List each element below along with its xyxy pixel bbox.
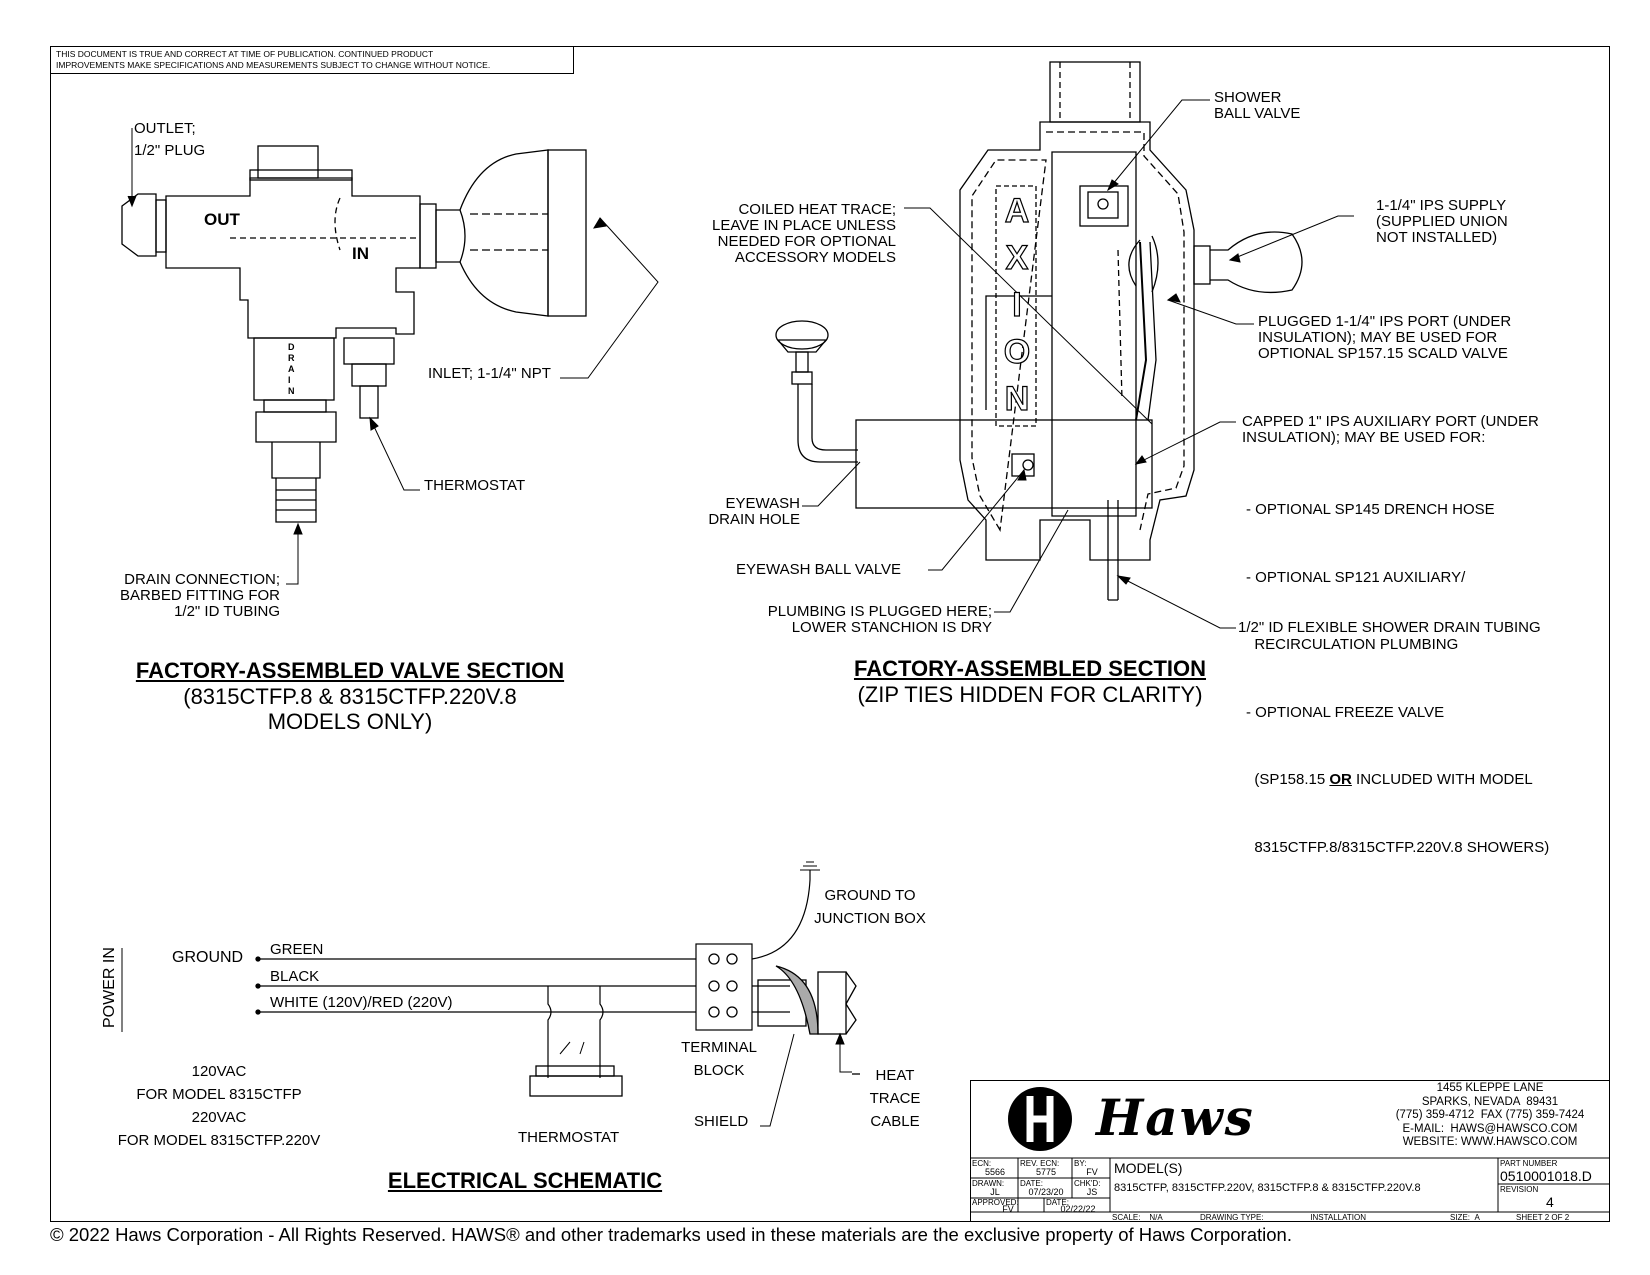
axion-logo-lettering: A X I O N <box>1003 191 1031 418</box>
drawing-border <box>50 46 1610 1222</box>
models-list: 8315CTFP, 8315CTFP.220V, 8315CTFP.8 & 83… <box>1114 1182 1421 1194</box>
out-marking: OUT <box>204 210 240 229</box>
inlet-label: INLET; 1-1/4" NPT <box>428 365 551 382</box>
revision-number: 4 <box>1546 1194 1554 1210</box>
voltage-note: 120VAC FOR MODEL 8315CTFP 220VAC FOR MOD… <box>117 1063 321 1149</box>
electrical-schematic-title: ELECTRICAL SCHEMATIC <box>387 1168 663 1193</box>
drain-connection-label: DRAIN CONNECTION; BARBED FITTING FOR 1/2… <box>119 571 280 620</box>
size-cell: SIZE: A <box>1450 1213 1480 1222</box>
wire-green-label: GREEN <box>270 941 324 958</box>
power-in-label: POWER IN <box>101 947 118 1028</box>
drain-marking: D R A I N <box>288 342 295 396</box>
capped-port-label: CAPPED 1" IPS AUXILIARY PORT (UNDER INSU… <box>1242 413 1539 446</box>
drawing-type-cell: DRAWING TYPE: INSTALLATION <box>1200 1213 1366 1222</box>
valve-section-title: FACTORY-ASSEMBLED VALVE SECTION <box>135 658 565 683</box>
eyewash-shower-section-drawing <box>775 61 1354 629</box>
approved-cell: APPROVED:FV <box>972 1198 1019 1214</box>
shower-ball-valve-label: SHOWER BALL VALVE <box>1214 89 1301 122</box>
eyewash-drain-hole-label: EYEWASH DRAIN HOLE <box>708 495 800 528</box>
drawn-cell: DRAWN:JL <box>972 1179 1005 1197</box>
option-freeze-valve: - OPTIONAL FREEZE VALVE <box>1246 703 1445 721</box>
company-address: 1455 KLEPPE LANE SPARKS, NEVADA 89431 (7… <box>1395 1082 1585 1148</box>
sheet-cell: SHEET 2 OF 2 <box>1516 1213 1570 1222</box>
coiled-heat-trace-label: COILED HEAT TRACE; LEAVE IN PLACE UNLESS… <box>712 201 896 266</box>
part-number: 0510001018.D <box>1500 1168 1592 1184</box>
title-block-lines <box>970 1157 1610 1213</box>
scale-cell: SCALE: N/A <box>1112 1213 1163 1222</box>
valve-section-subtitle: (8315CTFP.8 & 8315CTFP.220V.8 MODELS ONL… <box>183 684 517 734</box>
ecn-cell: ECN:5566 <box>972 1159 1006 1177</box>
capped-port-options: - OPTIONAL SP145 DRENCH HOSE - OPTIONAL … <box>1246 454 1549 882</box>
models-label: MODEL(S) <box>1114 1160 1183 1176</box>
electrical-schematic-drawing <box>121 861 860 1127</box>
wire-white-red-label: WHITE (120V)/RED (220V) <box>270 994 453 1011</box>
revision-label: REVISION <box>1500 1185 1539 1194</box>
part-number-label: PART NUMBER <box>1500 1159 1558 1168</box>
option-aux-plumbing: - OPTIONAL SP121 AUXILIARY/ <box>1246 568 1466 586</box>
in-marking: IN <box>352 244 369 263</box>
ground-label: GROUND <box>172 949 244 966</box>
option-freeze-detail: (SP158.15 OR INCLUDED WITH MODEL <box>1246 771 1533 788</box>
option-or-emphasis: OR <box>1329 771 1352 788</box>
haws-logo-mark <box>1008 1087 1072 1151</box>
checked-cell: CHK'D:JS <box>1074 1179 1101 1197</box>
eyewash-ball-valve-label: EYEWASH BALL VALVE <box>736 561 902 578</box>
heat-trace-cable-label: HEAT TRACE CABLE <box>869 1067 921 1130</box>
date-approved-cell: DATE:02/22/22 <box>1046 1198 1096 1214</box>
haws-logo-text: Haws <box>1096 1088 1255 1147</box>
plumbing-plugged-label: PLUMBING IS PLUGGED HERE; LOWER STANCHIO… <box>767 603 992 636</box>
assembled-section-title: FACTORY-ASSEMBLED SECTION <box>853 656 1207 681</box>
copyright-footer: © 2022 Haws Corporation - All Rights Res… <box>50 1224 1292 1245</box>
option-drench-hose: - OPTIONAL SP145 DRENCH HOSE <box>1246 501 1495 518</box>
mixing-valve-drawing <box>121 128 659 585</box>
terminal-block-label: TERMINAL BLOCK <box>681 1039 757 1079</box>
schematic-thermostat-label: THERMOSTAT <box>518 1129 620 1146</box>
rev-ecn-cell: REV. ECN:5775 <box>1020 1159 1060 1177</box>
disclaimer-note: THIS DOCUMENT IS TRUE AND CORRECT AT TIM… <box>50 46 574 74</box>
thermostat-label: THERMOSTAT <box>424 477 526 494</box>
assembled-section-subtitle: (ZIP TIES HIDDEN FOR CLARITY) <box>857 682 1203 707</box>
option-recirculation: RECIRCULATION PLUMBING <box>1246 636 1459 653</box>
by-cell: BY:FV <box>1074 1159 1098 1177</box>
title-block <box>970 1080 1610 1222</box>
ground-to-junction-box-label: GROUND TO JUNCTION BOX <box>814 887 926 927</box>
plugged-port-label: PLUGGED 1-1/4" IPS PORT (UNDER INSULATIO… <box>1258 313 1512 362</box>
wire-black-label: BLACK <box>270 968 320 985</box>
outlet-label: OUTLET; 1/2" PLUG <box>134 120 206 159</box>
date-drawn-cell: DATE:07/23/20 <box>1020 1179 1064 1197</box>
haws-logo: Haws <box>1000 1084 1320 1154</box>
terminal-screws <box>708 953 738 1018</box>
drain-tubing-label: 1/2" ID FLEXIBLE SHOWER DRAIN TUBING <box>1238 619 1541 636</box>
option-shower-models: 8315CTFP.8/8315CTFP.220V.8 SHOWERS) <box>1246 838 1550 856</box>
shield-label: SHIELD <box>694 1113 749 1130</box>
ips-supply-label: 1-1/4" IPS SUPPLY (SUPPLIED UNION NOT IN… <box>1376 197 1508 246</box>
